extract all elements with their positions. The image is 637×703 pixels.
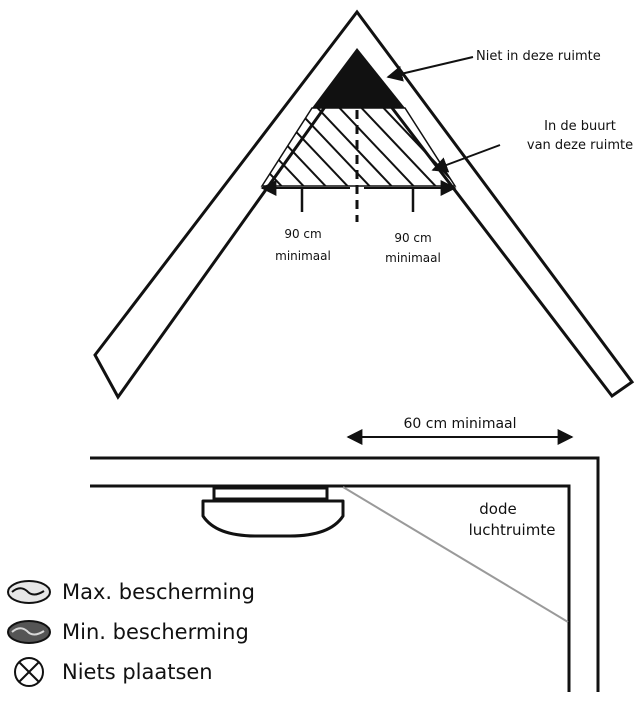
- hatch-line: [262, 108, 335, 186]
- legend-row-max: Max. bescherming: [6, 572, 326, 612]
- dim-right-label2: minimaal: [385, 251, 441, 265]
- legend-none-label: Niets plaatsen: [62, 660, 213, 684]
- leader-not-here: [386, 56, 474, 82]
- hatch-line: [353, 108, 445, 186]
- no-placement-icon: [14, 657, 44, 687]
- ceiling-inner-line: [90, 484, 571, 692]
- ceiling-dim-label: 60 cm minimaal: [403, 416, 516, 432]
- dead-air-line: [342, 486, 569, 623]
- dead-air-label2: luchtruimte: [469, 521, 556, 539]
- legend: Max. bescherming Min. bescherming Niets …: [6, 572, 326, 692]
- roof-outline: [93, 9, 635, 400]
- legend-row-min: Min. bescherming: [6, 612, 326, 652]
- min-protection-icon: [7, 620, 51, 644]
- label-near-line2: van deze ruimte: [527, 138, 633, 153]
- hatch-line: [331, 108, 423, 186]
- leader-near: [431, 144, 501, 173]
- dim-left-label2: minimaal: [275, 249, 331, 263]
- dead-air-label1: dode: [479, 500, 516, 518]
- hatch-line: [309, 108, 401, 186]
- legend-row-none: Niets plaatsen: [6, 652, 326, 692]
- dim-right-label1: 90 cm: [394, 231, 431, 245]
- max-protection-icon: [7, 580, 51, 604]
- label-not-here: Niet in deze ruimte: [476, 49, 601, 64]
- legend-max-label: Max. bescherming: [62, 580, 255, 604]
- no-placement-zone: [312, 48, 405, 108]
- dim-left-label1: 90 cm: [284, 227, 321, 241]
- smoke-detector: [201, 486, 345, 538]
- hatch-line: [262, 108, 291, 186]
- ceiling-outer-line: [90, 456, 600, 692]
- label-near-line1: In de buurt: [544, 119, 616, 134]
- legend-min-label: Min. bescherming: [62, 620, 249, 644]
